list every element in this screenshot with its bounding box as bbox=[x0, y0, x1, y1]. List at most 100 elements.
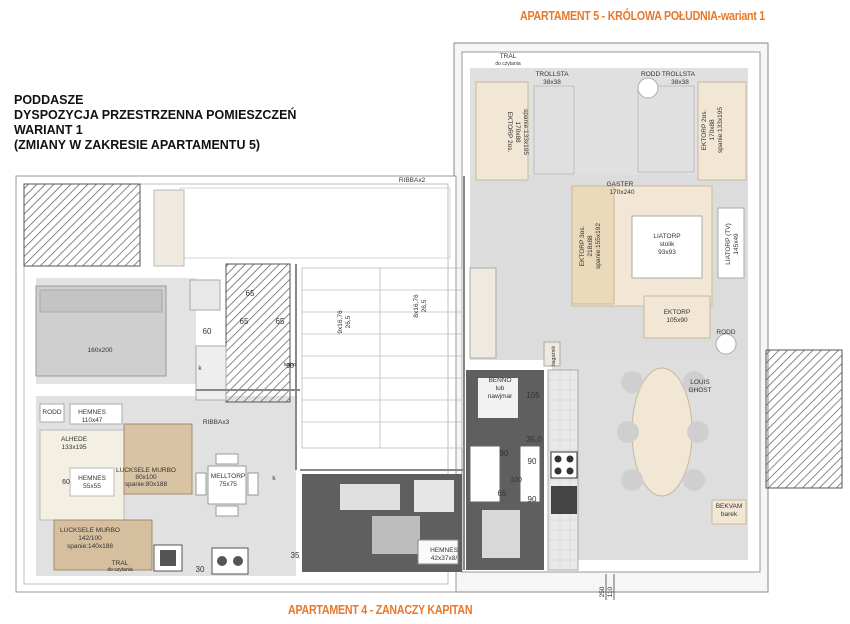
trollsta-label: TROLLSTA bbox=[535, 71, 569, 78]
stairs-2-steps: 8x16,76 bbox=[413, 294, 420, 318]
hemnes-label: HEMNES bbox=[78, 409, 106, 416]
ektorp-small-label: EKTORP bbox=[664, 309, 691, 316]
lucksele2-sleep: spanie:140x188 bbox=[67, 543, 113, 550]
plan-title: PODDASZE DYSPOZYCJA PRZESTRZENNA POMIESZ… bbox=[14, 93, 296, 153]
bedside-60 bbox=[189, 279, 221, 311]
dim-90-d: 90 bbox=[286, 363, 294, 370]
louis-sub: GHOST bbox=[688, 387, 711, 394]
dim-90-c: 90 bbox=[528, 495, 537, 504]
dim-65-a: 65 bbox=[246, 289, 255, 298]
liatorp-tv-label: LIATORP (TV) bbox=[725, 223, 732, 265]
lucksele2-size: 142/100 bbox=[78, 535, 102, 542]
liatorp-sub: stolik bbox=[660, 241, 676, 248]
ektorp-right bbox=[697, 81, 747, 181]
tral-bottom-label: TRAL bbox=[112, 560, 129, 567]
dim-60-b: 60 bbox=[62, 479, 70, 486]
ektorp-left-sleep: spanie:133x195 bbox=[522, 109, 529, 155]
dim-110: 110 bbox=[607, 586, 614, 597]
dim-35-0: 35.0 bbox=[526, 435, 542, 444]
benno-label: BENNO bbox=[488, 377, 511, 384]
rodd-trollsta-label: RODD TROLLSTA bbox=[641, 71, 696, 78]
liatorp-tv bbox=[717, 207, 745, 279]
ektorp-right-size: 170x88 bbox=[709, 119, 716, 141]
title-line-3: WARIANT 1 bbox=[14, 123, 83, 137]
dim-105: 105 bbox=[526, 391, 540, 400]
hemnes-size: 110x47 bbox=[82, 417, 103, 424]
ribbax2-label: RIBBAx2 bbox=[399, 177, 426, 184]
k-left-label: k bbox=[198, 365, 202, 372]
rodd-right-label: RODD bbox=[716, 329, 735, 336]
rodd-trollsta-size: 38x38 bbox=[671, 79, 689, 86]
gaster-size: 170x240 bbox=[610, 189, 635, 196]
ektorp-left-label: EKTORP 2os. bbox=[506, 112, 513, 153]
dim-90-b: 90 bbox=[528, 457, 537, 466]
tral-top-sub: do czytania bbox=[495, 61, 521, 67]
alhede-label: ALHEDE bbox=[61, 436, 88, 443]
roof-window-right bbox=[765, 349, 843, 489]
liatorp-size: 93x93 bbox=[658, 249, 676, 256]
ribbax3-label: RIBBAx3 bbox=[203, 419, 230, 426]
lucksele-murbo-2 bbox=[53, 519, 153, 571]
rodd-left-label: RODD bbox=[42, 409, 61, 416]
dim-65-d: 65 bbox=[498, 489, 507, 498]
hemnes2-size: 55x55 bbox=[83, 483, 101, 490]
liatorp-label: LIATORP bbox=[653, 233, 680, 240]
ektorp3-sleep: spanie:155x192 bbox=[595, 223, 602, 269]
ektorp-left-size: 170x88 bbox=[514, 121, 521, 143]
closet-top bbox=[153, 189, 185, 267]
melltorp-table bbox=[207, 465, 247, 505]
alhede-size: 133x195 bbox=[62, 444, 87, 451]
lucksele1-size: 80x100 bbox=[135, 474, 157, 481]
wardrobe-k bbox=[195, 345, 227, 401]
liatorp-tv-size: 145x49 bbox=[733, 233, 740, 255]
liatorp-table bbox=[631, 215, 703, 279]
tral-top: TRAL bbox=[500, 53, 517, 60]
roof-window-middle bbox=[225, 263, 291, 403]
benno-sub2: nawjmar bbox=[488, 393, 513, 400]
lucksele1-label: LUCKSELE MURBO bbox=[116, 467, 176, 474]
bekvam-barek bbox=[711, 499, 747, 525]
bagaznik-label: bagażnik bbox=[551, 345, 557, 366]
dim-65-c: 65 bbox=[276, 317, 285, 326]
ektorp-small bbox=[643, 295, 711, 339]
apartment-5-header: APARTAMENT 5 - KRÓLOWA POŁUDNIA-wariant … bbox=[520, 8, 765, 23]
interior-walls bbox=[196, 176, 465, 570]
bekvam-sub: barek bbox=[721, 511, 738, 518]
dim-90-a: 90 bbox=[500, 449, 509, 458]
stairs-2-depth: 26,5 bbox=[421, 299, 428, 312]
lucksele-murbo-1 bbox=[123, 423, 193, 495]
melltorp-label: MELLTORP bbox=[211, 473, 245, 480]
tral-bottom-sub: do czytania bbox=[107, 567, 133, 573]
stove-left bbox=[160, 550, 176, 566]
ektorp3-size: 218x88 bbox=[587, 235, 594, 257]
k-mid-label: k bbox=[272, 475, 276, 482]
dim-30: 30 bbox=[196, 565, 205, 574]
roof-window-left bbox=[23, 183, 141, 267]
hemnes2-label: HEMNES bbox=[78, 475, 106, 482]
gaster-label: GASTER bbox=[607, 181, 634, 188]
hemnes3-size: 42x37x8/ bbox=[431, 555, 458, 562]
title-line-4: (ZMIANY W ZAKRESIE APARTAMENTU 5) bbox=[14, 138, 261, 152]
rodd-left bbox=[39, 403, 65, 423]
hemnes-table bbox=[69, 467, 115, 497]
ektorp-right-sleep: spanie:133x195 bbox=[717, 107, 724, 153]
stairs-1-depth: 26,5 bbox=[345, 315, 352, 328]
benno-sub: lub bbox=[496, 385, 505, 392]
rodd-trollsta bbox=[637, 77, 659, 99]
lucksele2-label: LUCKSELE MURBO bbox=[60, 527, 120, 534]
stairs-1-steps: 9x16,76 bbox=[337, 310, 344, 334]
hemnes-shelf bbox=[69, 403, 123, 425]
ektorp-right-label: EKTORP 2os. bbox=[701, 110, 708, 151]
dim-65-b: 65 bbox=[240, 317, 249, 326]
title-line-1: PODDASZE bbox=[14, 93, 84, 107]
lustro-label: lustro bbox=[284, 362, 296, 368]
ektorp-left bbox=[475, 81, 529, 181]
lucksele1-sleep: spanie:80x188 bbox=[125, 481, 168, 488]
dim-60: 60 bbox=[203, 327, 212, 336]
louis-label: LOUIS bbox=[690, 379, 710, 386]
hemnes3-label: HEMNES bbox=[430, 547, 458, 554]
apartment-4-header: APARTAMENT 4 - ZANACZY KAPITAN bbox=[288, 602, 473, 617]
dim-35: 35 bbox=[291, 551, 300, 560]
ektorp-3os bbox=[571, 185, 615, 305]
rodd-right bbox=[715, 333, 737, 355]
